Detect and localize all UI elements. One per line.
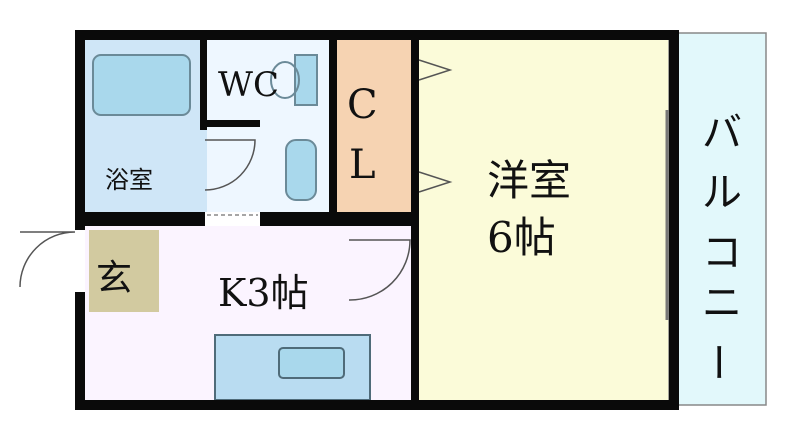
western-room-label: 洋室: [487, 156, 571, 205]
bath-label: 浴室: [105, 166, 153, 194]
kitchen-sink-icon: [278, 347, 345, 379]
balcony-char: バ: [702, 110, 742, 156]
balcony-char: コ: [702, 230, 742, 276]
toilet-tank-icon: [294, 54, 318, 106]
entrance-label: 玄: [96, 258, 132, 299]
bathtub-icon: [92, 54, 191, 116]
wash-basin-icon: [285, 139, 317, 201]
toilet-bowl-icon: [270, 61, 300, 99]
door-swings: [19, 59, 453, 301]
closet-label-c: C: [347, 82, 378, 128]
entrance-area: [89, 230, 159, 312]
western-room-area: [411, 40, 669, 400]
walls: [75, 30, 679, 410]
balcony-char: ル: [702, 170, 742, 216]
closet-label-l: L: [349, 142, 376, 188]
balcony-char: ニ: [702, 280, 742, 326]
wc-label: WC: [218, 65, 279, 105]
balcony-char: ー: [694, 342, 740, 382]
closet-area: [329, 40, 411, 212]
western-room-size: 6帖: [487, 213, 556, 262]
kitchen-label: K3帖: [218, 271, 309, 315]
balcony-area: [668, 32, 767, 406]
